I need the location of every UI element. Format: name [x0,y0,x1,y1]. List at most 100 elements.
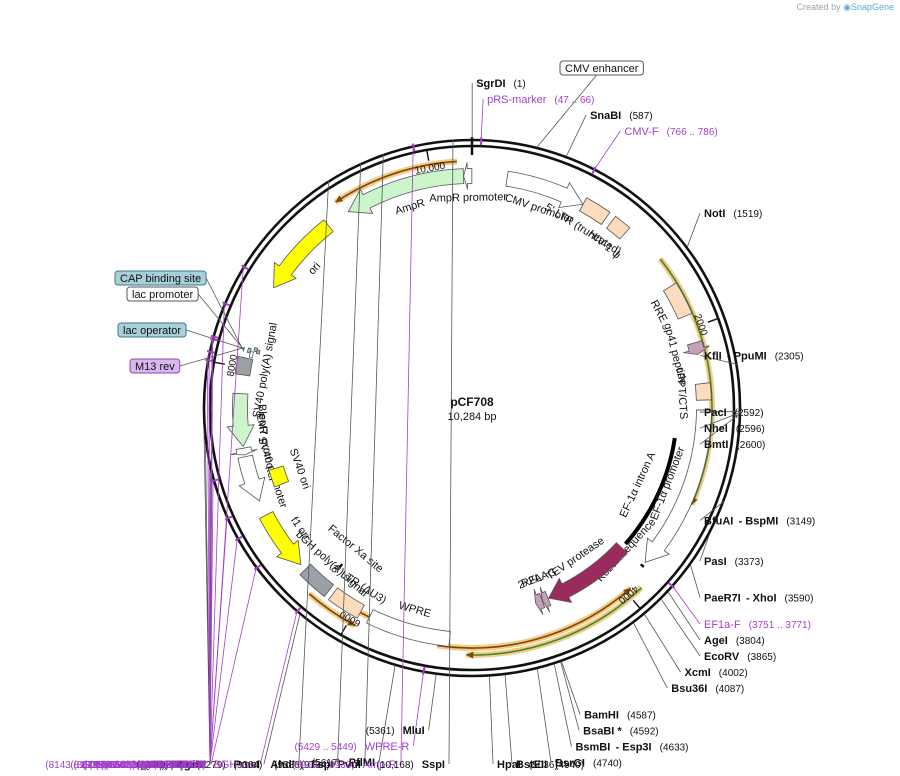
boxed-label-frame [114,270,207,286]
primer-label[interactable]: WPRE-R(5429 .. 5449) [294,741,409,753]
leader-line [633,622,668,689]
leader-line [263,614,301,765]
feature-cppt-cts[interactable] [694,382,712,401]
primer-label[interactable]: pBABE 3'(7008 .. 7028) [89,759,206,771]
primer-position: (6868 .. 6889) [100,760,162,771]
site-label[interactable]: SgrDI(1) [476,78,526,90]
feature-tev-protease[interactable] [548,542,628,604]
feature-cmv-promoter[interactable] [505,170,584,208]
primer-label[interactable]: F1ori-F(6868 .. 6889) [100,759,206,771]
boxed-label-cmv-enhancer[interactable]: CMV enhancer [559,60,644,76]
enzyme-position: (3373) [735,557,764,568]
primer-label[interactable]: F1ori-R(6658 .. 6677) [100,759,207,771]
site-label[interactable]: Bsu36I(4087) [671,683,744,695]
site-label[interactable]: BstEII(4940) [516,759,584,771]
primer-mark [235,535,243,542]
enzyme-position: (10,168) [377,760,414,771]
primer-label[interactable]: pRS-marker(47 .. 66) [487,94,594,106]
feature-wpre[interactable] [366,609,451,647]
boxed-label-cap-binding-site[interactable]: CAP binding site [114,270,207,286]
feature-kozak-sequence[interactable] [640,563,645,568]
primer-label[interactable]: CMV-F(766 .. 786) [624,126,717,138]
primer-name: M13/pUC Reverse [116,759,206,771]
feature-em7-promoter[interactable] [230,446,258,456]
boxed-label-m13-rev[interactable]: M13 rev [129,358,181,374]
primer-label[interactable]: SV40pA-R(7997 .. 8016) [84,759,206,771]
feature-2xflag[interactable] [539,586,552,613]
primer-name: EF1a-F [704,619,741,631]
leader-line [690,564,701,598]
enzyme-position: (4587) [627,710,656,721]
boxed-label-lac-promoter[interactable]: lac promoter [126,286,199,302]
feature-ampr-promoter[interactable] [463,162,473,190]
leader-line [699,534,710,562]
mark-m13-rev[interactable] [255,349,261,355]
feature-factor-xa-site[interactable] [338,563,344,568]
site-label[interactable]: PvuI(9734) [301,759,361,771]
site-label[interactable]: AhdI(9364) [233,759,294,771]
site-label[interactable]: MauBI(7492) [136,759,206,771]
site-label[interactable]: SspI(10,168) [377,759,445,771]
enzyme-position: (2592) [735,408,764,419]
enzyme-name: FspI [311,759,334,771]
primer-label[interactable]: L4440(8361 .. 8378) [105,759,206,771]
feature-bleor[interactable] [226,392,255,448]
site-label[interactable]: PacI(2592) [704,407,764,419]
feature-f1-ori[interactable] [258,511,302,566]
site-label[interactable]: PasI(3373) [704,556,764,568]
primer-position: (3751 .. 3771) [749,620,811,631]
feature-ef-1-promoter[interactable] [644,409,712,563]
feature-rre[interactable] [662,282,693,320]
feature-sv40-poly-a-signal[interactable] [234,355,254,377]
primer-label[interactable]: pBR322ori-F(8612 .. 8631) [73,759,206,771]
leader-line [699,500,725,521]
feature-sv40-promoter[interactable] [237,454,266,502]
site-label[interactable]: PmeI(6279) [197,759,260,771]
site-label[interactable]: EcoRV(3865) [704,651,776,663]
leader-line [699,411,741,413]
site-label[interactable]: BsrGI(4740) [555,757,622,769]
feature-3-ltr-u3[interactable] [328,587,365,619]
site-label[interactable]: PflMI(5617) [312,757,375,769]
primer-label[interactable]: M13 Reverse(8130 .. 8146) [70,759,206,771]
feature-ampr[interactable] [347,168,465,214]
primer-label[interactable]: M13/pUC Reverse(8143 .. 8165) [45,759,206,771]
primer-label[interactable]: EF1a-F (3751 .. 3771) [704,619,811,631]
feature-ef-1-intron-a[interactable] [623,437,677,546]
site-label[interactable]: SnaBI(587) [590,110,653,122]
mark-lac-promoter[interactable] [248,351,254,359]
primer-label[interactable]: BGH-rev(6295 .. 6312) [143,759,257,771]
orf-line [466,587,642,656]
primer-name: SV40pro-F [153,759,206,771]
site-label[interactable]: MluI(5361) [366,725,425,737]
feature-ori[interactable] [273,219,334,289]
feature-hiv-1[interactable] [606,215,631,240]
site-label[interactable]: FspI(9586) [274,759,334,771]
site-label[interactable]: SgrAI(7570) [140,759,206,771]
feature-p2a[interactable] [533,588,546,615]
primer-label[interactable]: SV40pro-F (7255 .. 7274) [83,759,207,771]
primer-position: (7255 .. 7274) [83,760,145,771]
site-label[interactable]: XcmI(4002) [685,667,748,679]
site-label[interactable]: HpaI(5036) [497,759,558,771]
site-label[interactable]: BsmBI - Esp3I(4633) [575,741,688,753]
primer-label[interactable]: EBV-rev(8051 .. 8070) [95,759,206,771]
site-label[interactable]: BamHI(4587) [584,709,656,721]
site-label[interactable]: AgeI(3804) [704,635,765,647]
feature-sv40-ori[interactable] [268,465,290,488]
site-label[interactable]: KflI - PpuMI(2305) [704,350,804,362]
site-label[interactable]: BfuAI - BspMI(3149) [704,515,815,527]
site-label[interactable]: PaeR7I - XhoI(3590) [704,593,813,605]
site-label[interactable]: AvrII(7327) [145,759,206,771]
feature-5-ltr-truncated[interactable] [578,197,611,226]
site-label[interactable]: BsaBI *(4592) [583,725,658,737]
primer-label[interactable]: Amp-R(9914 .. 9933) [292,759,397,771]
feature-gp41-peptide[interactable] [683,340,710,355]
leader-line [412,672,424,747]
site-label[interactable]: BmtI(2600) [704,439,765,451]
enzyme-name: SgrDI [476,78,505,90]
site-label[interactable]: NheI(2596) [704,423,765,435]
site-label[interactable]: NotI(1519) [704,208,762,220]
boxed-label-lac-operator[interactable]: lac operator [117,322,187,338]
enzyme-position: (7570) [140,760,169,771]
